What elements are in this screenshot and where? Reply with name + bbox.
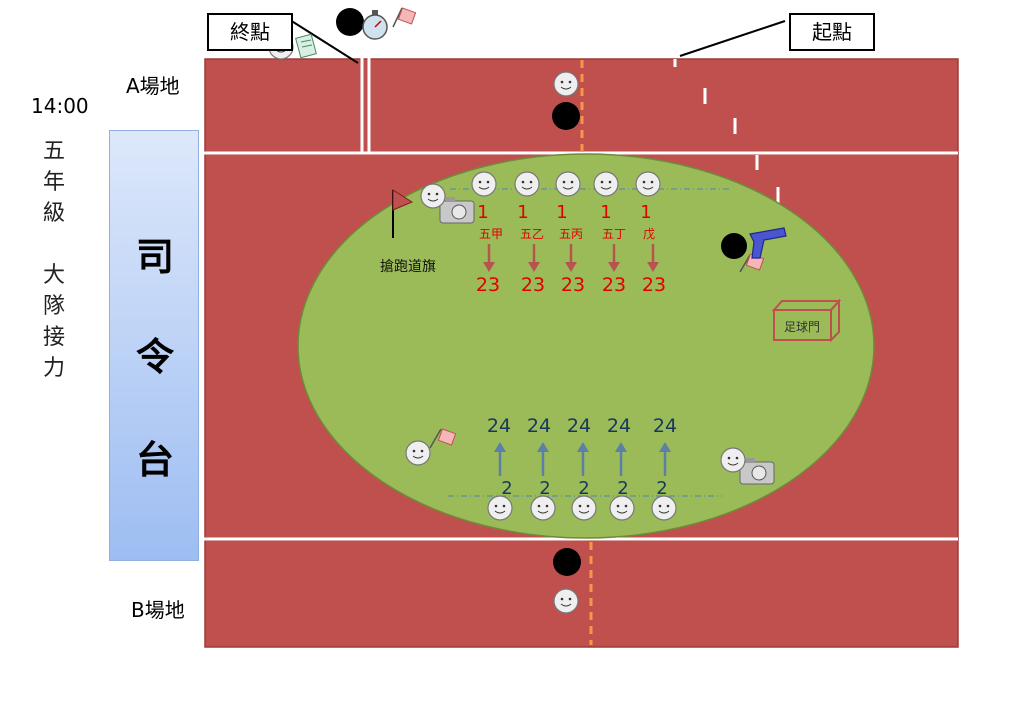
soccer-goal-box (771, 298, 842, 343)
stage-char-1: 司 (135, 235, 174, 279)
runner-face-bottom-4 (609, 495, 635, 521)
bottom-end-number-1: 24 (487, 415, 511, 437)
bottom-end-number-2: 24 (527, 415, 551, 437)
command-stage: 司 令 台 (109, 130, 199, 561)
relay-labels: 1 1 1 1 1 五甲 五乙 五丙 五丁 戊 23 23 23 23 23 24 24 24 24 24 2 2 2 2 2 (476, 202, 677, 499)
runner-face-top-5 (635, 171, 661, 197)
track-b (204, 539, 959, 648)
runner-faces (268, 34, 746, 614)
start-marks (673, 59, 780, 203)
runner-face-bottom-2 (530, 495, 556, 521)
start-callout: 起點 (789, 13, 875, 51)
official-face-6 (720, 447, 746, 473)
arrow-down-1 (483, 244, 495, 272)
flag-label: 搶跑道旗 (380, 259, 436, 275)
arrow-down-2 (528, 244, 540, 272)
arrow-up-1 (494, 442, 506, 476)
event-label: 大 隊 接 力 (39, 260, 69, 384)
top-start-number-2: 1 (517, 202, 528, 223)
official-face-2 (553, 71, 579, 97)
time-label: 14:00 (31, 94, 89, 118)
bottom-start-number-2: 2 (539, 478, 550, 499)
event-char-2: 隊 (42, 294, 65, 319)
grade-label: 五 年 級 (39, 136, 69, 229)
class-label-3: 五丙 (559, 227, 583, 241)
official-face-4 (420, 183, 446, 209)
runner-face-top-1 (471, 171, 497, 197)
finish-callout: 終點 (207, 13, 293, 51)
finish-label: 終點 (230, 20, 270, 44)
event-char-4: 力 (42, 356, 65, 381)
official-face-3 (553, 588, 579, 614)
top-start-number-5: 1 (640, 202, 651, 223)
top-end-number-1: 23 (476, 274, 500, 296)
stage-char-3: 台 (135, 438, 174, 482)
arrow-up-5 (659, 442, 671, 476)
arrow-down-5 (647, 244, 659, 272)
bottom-start-number-1: 2 (501, 478, 512, 499)
grade-char-1: 五 (42, 139, 65, 164)
arrow-up-2 (537, 442, 549, 476)
top-end-number-4: 23 (602, 274, 626, 296)
starter-pistol-icon (749, 227, 787, 259)
runner-face-bottom-3 (571, 495, 597, 521)
bottom-start-number-5: 2 (656, 478, 667, 499)
camera-icon (439, 197, 475, 224)
camera-icon-2 (739, 458, 775, 485)
grade-char-3: 級 (42, 201, 65, 226)
top-end-number-5: 23 (642, 274, 666, 296)
marker-dot-top (336, 8, 364, 36)
top-start-number-1: 1 (477, 202, 488, 223)
runner-face-top-4 (593, 171, 619, 197)
class-label-4: 五丁 (602, 227, 626, 241)
stopwatch-icon (362, 10, 388, 40)
class-label-1: 五甲 (479, 227, 503, 241)
start-label: 起點 (812, 20, 852, 44)
checkered-flag-icon-3 (429, 428, 457, 449)
arrow-down-3 (565, 244, 577, 272)
notepad-icon (295, 33, 317, 59)
checkered-flag-icon (392, 7, 417, 28)
bottom-start-number-3: 2 (578, 478, 589, 499)
marker-dot-a (552, 102, 580, 130)
field-b-label: B場地 (131, 598, 185, 622)
grade-char-2: 年 (42, 170, 65, 195)
arrow-up-4 (615, 442, 627, 476)
bottom-start-number-4: 2 (617, 478, 628, 499)
arrow-up-3 (577, 442, 589, 476)
marker-dot-b (553, 548, 581, 576)
lane-flag-icon (392, 189, 414, 238)
runner-face-top-2 (514, 171, 540, 197)
runner-face-bottom-1 (487, 495, 513, 521)
bottom-end-number-3: 24 (567, 415, 591, 437)
top-start-number-3: 1 (556, 202, 567, 223)
event-char-3: 接 (42, 325, 65, 350)
marker-dot-starter (721, 233, 747, 259)
stage-char-2: 令 (135, 335, 174, 379)
bottom-end-number-5: 24 (653, 415, 677, 437)
goal-label: 足球門 (784, 320, 821, 334)
top-end-number-2: 23 (521, 274, 545, 296)
bottom-end-number-4: 24 (607, 415, 631, 437)
runner-face-bottom-5 (651, 495, 677, 521)
field-a-label: A場地 (126, 74, 180, 98)
class-label-2: 五乙 (520, 227, 544, 241)
class-label-5: 戊 (643, 227, 655, 241)
top-end-number-3: 23 (561, 274, 585, 296)
arrow-down-4 (608, 244, 620, 272)
runner-face-top-3 (555, 171, 581, 197)
official-face-5 (405, 440, 431, 466)
relay-arrows (483, 244, 671, 476)
top-start-number-4: 1 (600, 202, 611, 223)
event-char-1: 大 (42, 263, 65, 288)
